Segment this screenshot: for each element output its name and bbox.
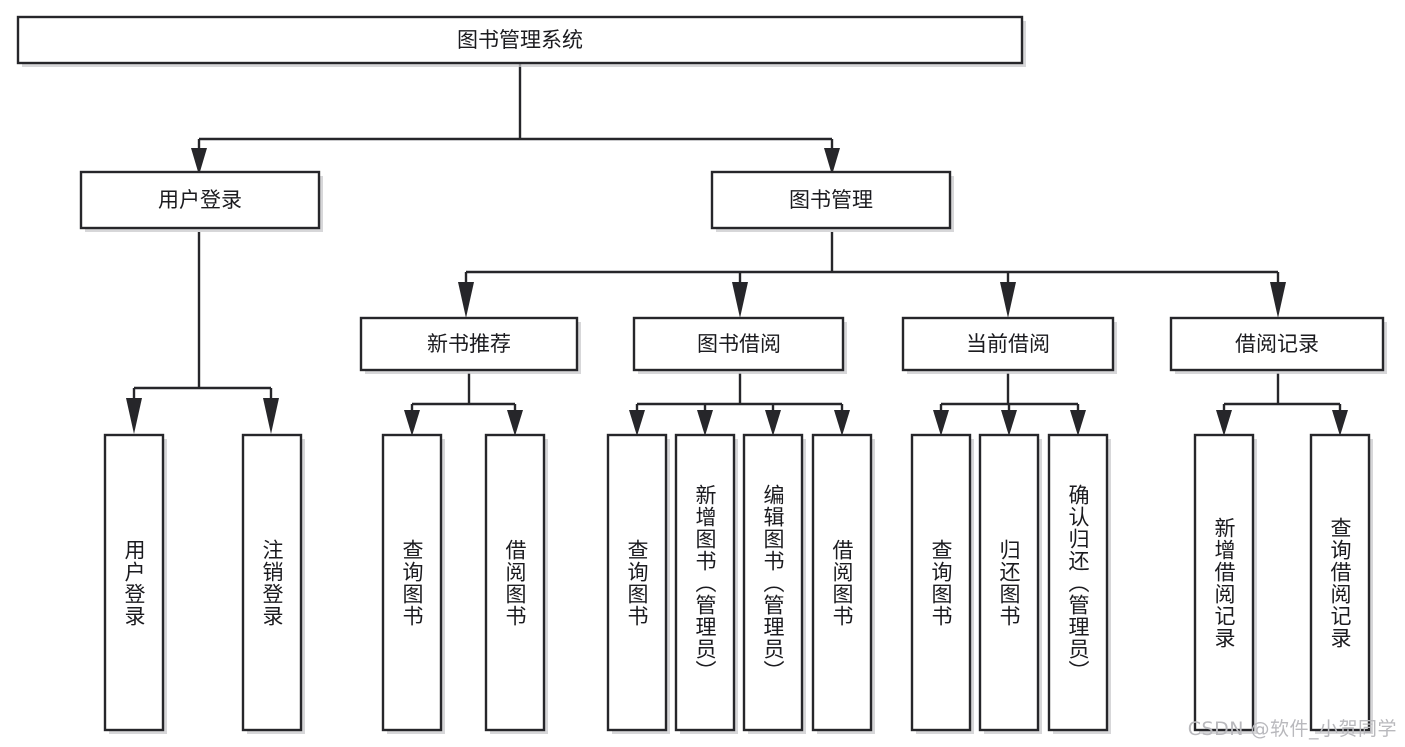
node-root[interactable]: 图书管理系统	[16, 15, 1026, 67]
node-leaf-edit-book[interactable]	[742, 433, 806, 734]
node-leaf-confirm-return[interactable]	[1047, 433, 1111, 734]
node-borrow-record-label: 借阅记录	[1235, 332, 1319, 356]
arrow-head-leaf-user-login	[126, 398, 142, 434]
node-book-manage[interactable]: 图书管理	[710, 170, 954, 232]
arrow-head-leaf-add-book	[697, 410, 713, 436]
arrow-head-leaf-user-logout	[263, 398, 279, 434]
csdn-watermark: CSDN @软件_小贺同学	[1187, 718, 1397, 740]
arrow-head-leaf-borrow-book-2	[834, 410, 850, 436]
node-root-label: 图书管理系统	[457, 28, 583, 52]
arrow-head-leaf-confirm-return	[1070, 410, 1086, 436]
node-book-manage-label: 图书管理	[789, 188, 873, 212]
arrow-head-leaf-edit-book	[765, 410, 781, 436]
node-leaf-query-record[interactable]	[1309, 433, 1373, 734]
node-leaf-add-book[interactable]	[674, 433, 738, 734]
node-book-borrow[interactable]: 图书借阅	[632, 316, 847, 374]
node-book-borrow-label: 图书借阅	[697, 332, 781, 356]
node-leaf-return-book[interactable]	[978, 433, 1042, 734]
arrow-head-leaf-query-book-1	[404, 410, 420, 436]
node-leaf-add-record[interactable]	[1193, 433, 1257, 734]
node-current-borrow-label: 当前借阅	[966, 332, 1050, 356]
arrow-head-leaf-borrow-book-1	[507, 410, 523, 436]
node-user-login-label: 用户登录	[158, 188, 242, 212]
arrow-head-leaf-query-book-2	[629, 410, 645, 436]
node-leaf-user-logout[interactable]	[241, 433, 305, 734]
arrow-head-book-manage	[824, 148, 840, 175]
arrow-head-book-borrow	[732, 282, 748, 318]
node-new-book-recommend[interactable]: 新书推荐	[359, 316, 581, 374]
node-leaf-query-book-3[interactable]	[910, 433, 974, 734]
connector-group	[126, 63, 1348, 436]
node-leaf-borrow-book-2[interactable]	[811, 433, 875, 734]
arrow-head-leaf-return-book	[1001, 410, 1017, 436]
node-current-borrow[interactable]: 当前借阅	[901, 316, 1117, 374]
node-leaf-user-login[interactable]	[103, 433, 167, 734]
arrow-head-current-borrow	[1000, 282, 1016, 318]
arrow-head-borrow-record	[1270, 282, 1286, 318]
arrow-head-leaf-query-book-3	[933, 410, 949, 436]
arrow-head-new-book-recommend	[458, 282, 474, 318]
node-leaf-query-book-2[interactable]	[606, 433, 670, 734]
arrow-head-leaf-query-record	[1332, 410, 1348, 436]
node-new-book-recommend-label: 新书推荐	[427, 332, 511, 356]
arrow-head-user-login	[191, 148, 207, 175]
node-borrow-record[interactable]: 借阅记录	[1169, 316, 1387, 374]
node-user-login[interactable]: 用户登录	[79, 170, 323, 232]
leaf-box-group	[103, 433, 1373, 734]
arrow-head-leaf-add-record	[1216, 410, 1232, 436]
node-leaf-query-book-1[interactable]	[381, 433, 445, 734]
node-leaf-borrow-book-1[interactable]	[484, 433, 548, 734]
